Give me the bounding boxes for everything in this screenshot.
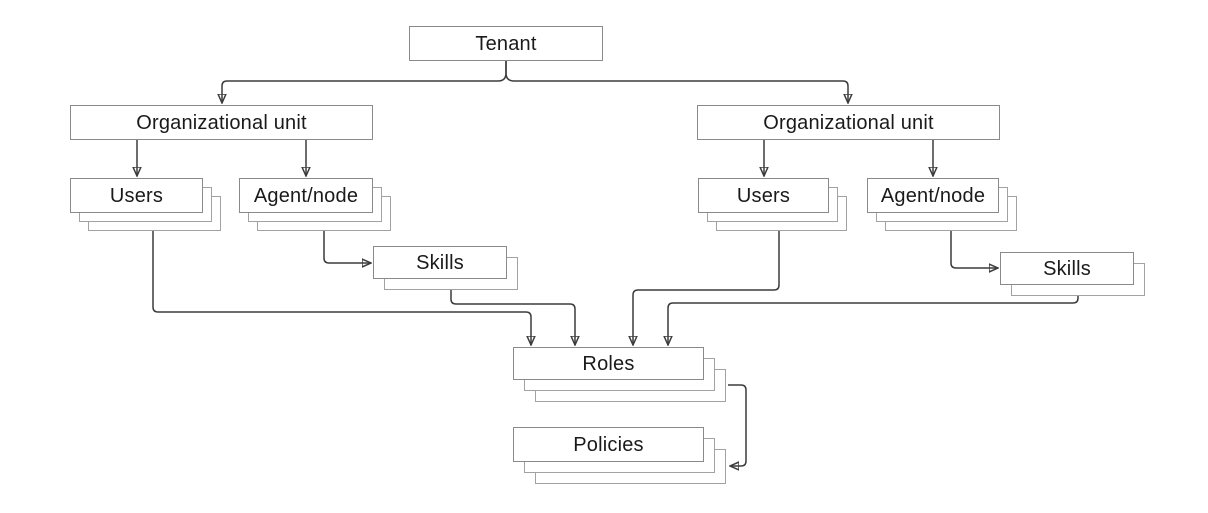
node-roles: Roles	[513, 347, 726, 402]
edge-users-right-to-roles	[633, 231, 780, 345]
node-label: Tenant	[475, 32, 537, 55]
node-box: Agent/node	[239, 178, 373, 213]
node-policies: Policies	[513, 427, 726, 484]
node-box: Skills	[373, 246, 507, 279]
node-box: Policies	[513, 427, 704, 462]
edge-tenant-to-ou-left	[222, 61, 507, 103]
node-label: Organizational unit	[136, 111, 307, 134]
node-label: Roles	[582, 352, 635, 375]
node-box: Organizational unit	[697, 105, 1000, 140]
node-box: Agent/node	[867, 178, 999, 213]
node-organizational-unit-left: Organizational unit	[70, 105, 373, 140]
node-label: Organizational unit	[763, 111, 934, 134]
node-box: Tenant	[409, 26, 603, 61]
node-label: Agent/node	[253, 184, 359, 207]
edge-agent-right-to-skills-right	[950, 231, 998, 268]
edge-users-left-to-roles	[152, 231, 531, 345]
edge-tenant-to-ou-right	[505, 61, 848, 103]
node-label: Skills	[1043, 257, 1091, 280]
edge-skills-right-to-roles	[668, 295, 1079, 345]
node-tenant: Tenant	[409, 26, 603, 61]
node-users-right: Users	[698, 178, 847, 231]
edge-skills-left-to-roles	[450, 290, 575, 345]
node-skills-right: Skills	[1000, 252, 1145, 296]
node-label: Agent/node	[880, 184, 986, 207]
node-agent-node-left: Agent/node	[239, 178, 391, 231]
node-box: Organizational unit	[70, 105, 373, 140]
node-box: Users	[698, 178, 829, 213]
node-organizational-unit-right: Organizational unit	[697, 105, 1000, 140]
edge-roles-to-policies	[728, 384, 747, 466]
node-users-left: Users	[70, 178, 221, 231]
node-label: Skills	[416, 251, 464, 274]
node-label: Policies	[573, 433, 644, 456]
node-box: Users	[70, 178, 203, 213]
node-label: Users	[109, 184, 164, 207]
node-agent-node-right: Agent/node	[867, 178, 1017, 231]
node-box: Skills	[1000, 252, 1134, 285]
node-box: Roles	[513, 347, 704, 380]
node-label: Users	[736, 184, 791, 207]
edge-agent-left-to-skills-left	[323, 231, 371, 263]
node-skills-left: Skills	[373, 246, 518, 290]
